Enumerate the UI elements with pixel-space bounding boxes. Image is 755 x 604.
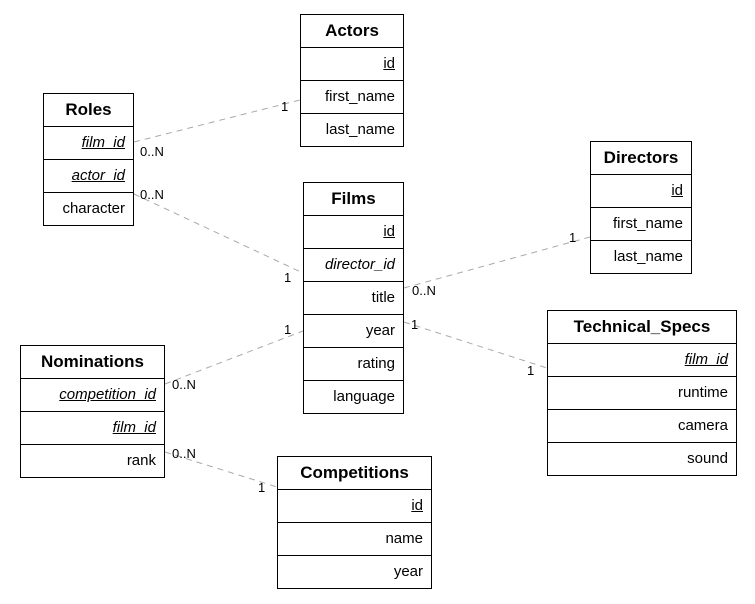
field-nominations-film_id: film_id bbox=[21, 412, 164, 445]
field-competitions-name: name bbox=[278, 523, 431, 556]
cardinality-label: 1 bbox=[527, 363, 535, 378]
relationship-line-roles-actors bbox=[133, 99, 301, 143]
field-technical_specs-camera: camera bbox=[548, 410, 736, 443]
field-nominations-competition_id: competition_id bbox=[21, 379, 164, 412]
cardinality-label: 1 bbox=[569, 230, 577, 245]
field-technical_specs-sound: sound bbox=[687, 450, 728, 467]
field-nominations-rank: rank bbox=[126, 452, 156, 469]
field-roles-character: character bbox=[62, 200, 125, 217]
relationship-line-films-directors bbox=[403, 236, 591, 289]
field-films-title: title bbox=[304, 282, 403, 315]
entity-title-competitions: Competitions bbox=[278, 457, 431, 490]
field-competitions-year: year bbox=[393, 563, 423, 580]
cardinality-label: 1 bbox=[284, 322, 292, 337]
entity-title-films: Films bbox=[304, 183, 403, 216]
field-directors-last_name: last_name bbox=[613, 248, 683, 265]
field-directors-first_name: first_name bbox=[591, 208, 691, 241]
field-films-director_id: director_id bbox=[304, 249, 403, 282]
cardinality-label: 0..N bbox=[140, 187, 164, 202]
field-technical_specs-film_id: film_id bbox=[548, 344, 736, 377]
field-films-rating: rating bbox=[304, 348, 403, 381]
cardinality-label: 0..N bbox=[412, 283, 436, 298]
cardinality-label: 1 bbox=[411, 317, 419, 332]
field-actors-id: id bbox=[301, 48, 403, 81]
field-films-language: language bbox=[333, 388, 395, 405]
cardinality-label: 1 bbox=[284, 270, 292, 285]
relationship-line-roles-films bbox=[133, 193, 304, 274]
entity-title-technical_specs: Technical_Specs bbox=[548, 311, 736, 344]
field-roles-actor_id: actor_id bbox=[44, 160, 133, 193]
cardinality-label: 0..N bbox=[172, 446, 196, 461]
field-films-year: year bbox=[304, 315, 403, 348]
field-films-id: id bbox=[304, 216, 403, 249]
entity-title-roles: Roles bbox=[44, 94, 133, 127]
field-actors-last_name: last_name bbox=[325, 121, 395, 138]
field-actors-first_name: first_name bbox=[301, 81, 403, 114]
entity-title-actors: Actors bbox=[301, 15, 403, 48]
relationship-line-films-technical_specs bbox=[403, 321, 548, 369]
cardinality-label: 1 bbox=[281, 99, 289, 114]
cardinality-label: 1 bbox=[258, 480, 266, 495]
entity-title-nominations: Nominations bbox=[21, 346, 164, 379]
cardinality-label: 0..N bbox=[140, 144, 164, 159]
field-roles-film_id: film_id bbox=[44, 127, 133, 160]
field-directors-id: id bbox=[591, 175, 691, 208]
entity-title-directors: Directors bbox=[591, 142, 691, 175]
field-competitions-id: id bbox=[278, 490, 431, 523]
cardinality-label: 0..N bbox=[172, 377, 196, 392]
field-technical_specs-runtime: runtime bbox=[548, 377, 736, 410]
